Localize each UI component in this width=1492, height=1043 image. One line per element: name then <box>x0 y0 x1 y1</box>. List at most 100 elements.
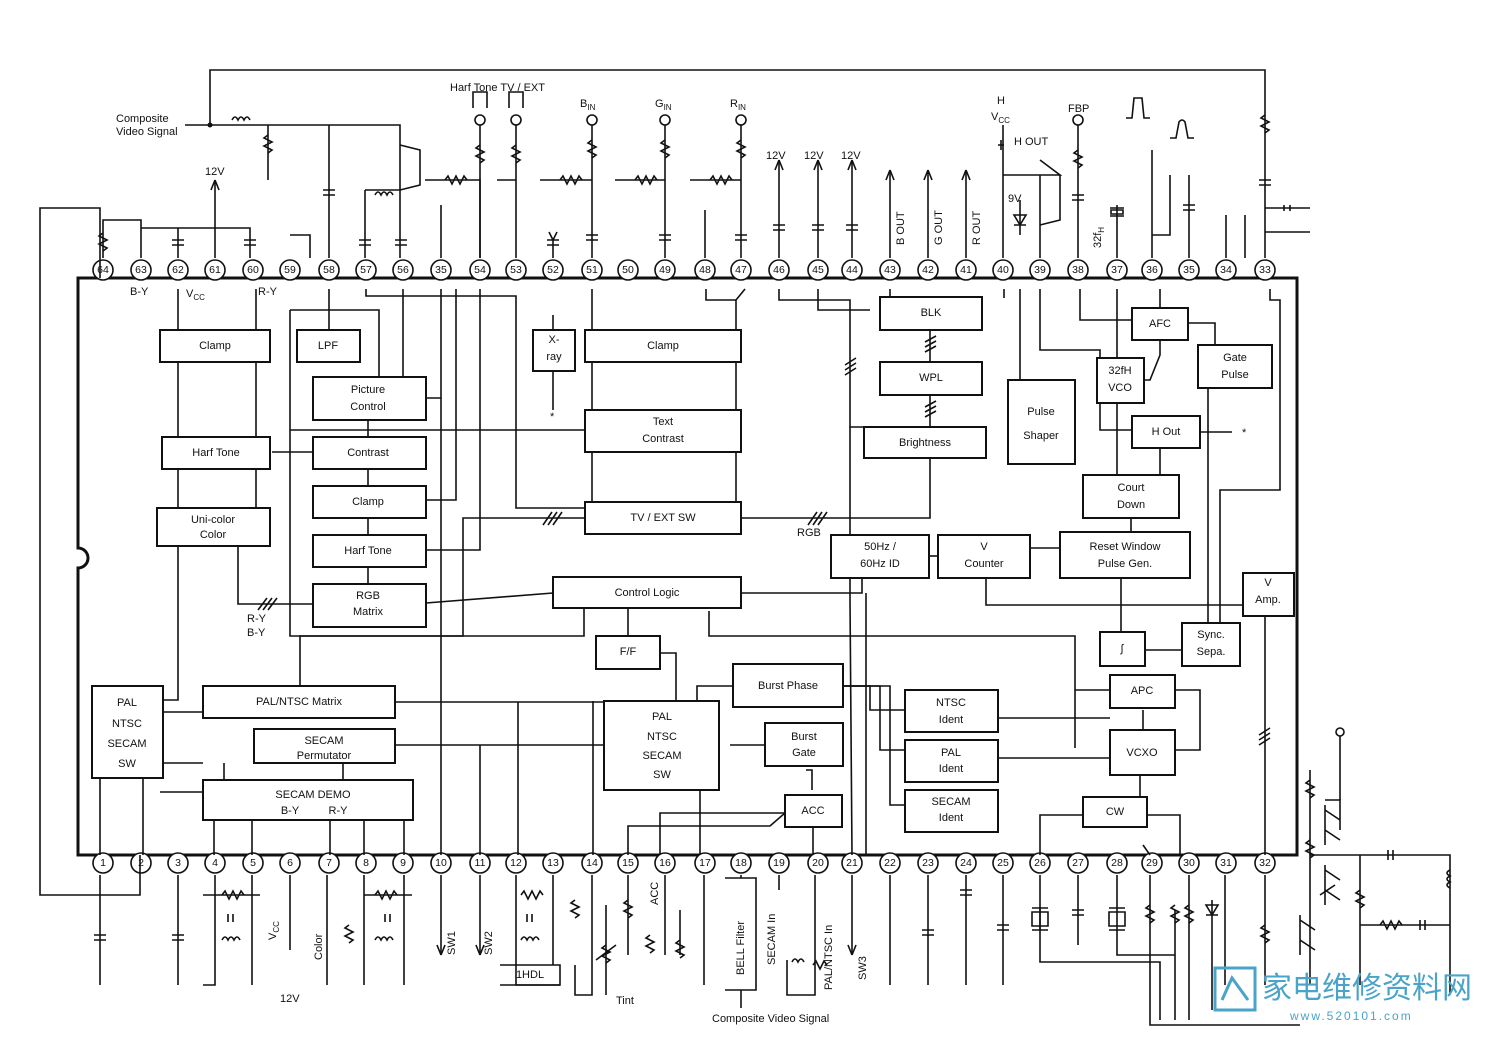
label-composite-video-top-2: Video Signal <box>116 126 178 138</box>
svg-text:Clamp: Clamp <box>199 340 231 352</box>
svg-text:Amp.: Amp. <box>1255 594 1281 606</box>
pin-bottom-number: 2 <box>138 857 144 869</box>
pin-top-number: 41 <box>960 264 972 276</box>
pin-bottom-number: 3 <box>175 857 181 869</box>
pin-top-circle <box>505 259 527 281</box>
pin-top-circle <box>917 259 939 281</box>
block-integrator: ∫ <box>1099 631 1146 667</box>
pin-bottom-number: 28 <box>1111 857 1123 869</box>
svg-text:∫: ∫ <box>1119 643 1124 655</box>
pin-bottom-circle <box>992 852 1014 874</box>
svg-text:Gate: Gate <box>792 747 816 759</box>
label-h-vcc: VCC <box>991 111 1010 125</box>
pin-top-circle <box>92 259 114 281</box>
pin-bottom-number: 29 <box>1146 857 1158 869</box>
svg-text:F/F: F/F <box>620 646 637 658</box>
label-g-out: G OUT <box>933 210 945 245</box>
pin-bottom-number: 25 <box>997 857 1009 869</box>
label-sw3: SW3 <box>857 956 869 980</box>
svg-text:Pulse: Pulse <box>1221 369 1249 381</box>
svg-text:Control Logic: Control Logic <box>615 587 680 599</box>
pin-top-circle <box>617 259 639 281</box>
svg-text:VCO: VCO <box>1108 382 1132 394</box>
block-cw: CW <box>1082 796 1148 828</box>
svg-text:PAL: PAL <box>941 747 961 759</box>
label-b-in: BIN <box>580 98 596 112</box>
pin-bottom-number: 14 <box>586 857 598 869</box>
block-1hdl: 1HDL <box>516 969 544 981</box>
label-12v-bottom: 12V <box>280 993 300 1005</box>
block-blk: BLK <box>879 296 983 331</box>
svg-text:SW: SW <box>118 758 136 770</box>
block-afc: AFC <box>1131 307 1189 341</box>
pin-top-circle <box>542 259 564 281</box>
label-acc-pin16: ACC <box>649 882 661 905</box>
pin-bottom-number: 30 <box>1183 857 1195 869</box>
block-clamp-left: Clamp <box>159 329 271 363</box>
svg-text:Reset Window: Reset Window <box>1090 541 1161 553</box>
pin-bottom-circle <box>204 852 226 874</box>
svg-text:Clamp: Clamp <box>352 496 384 508</box>
svg-text:Matrix: Matrix <box>353 606 383 618</box>
pin-top-circle <box>841 259 863 281</box>
pin-top-number: 47 <box>735 264 747 276</box>
svg-text:Pulse: Pulse <box>1027 406 1055 418</box>
pin-bottom-circle <box>542 852 564 874</box>
svg-text:60Hz ID: 60Hz ID <box>860 558 900 570</box>
block-xray: X-ray <box>532 329 576 372</box>
svg-text:Text: Text <box>653 416 673 428</box>
pin-top-number: 62 <box>172 264 184 276</box>
svg-text:Burst Phase: Burst Phase <box>758 680 818 692</box>
svg-text:V: V <box>980 541 988 553</box>
block-h-out: H Out <box>1131 415 1201 449</box>
pin-bottom-circle <box>1106 852 1128 874</box>
pin-bottom-circle <box>654 852 676 874</box>
pin-bottom-number: 31 <box>1220 857 1232 869</box>
svg-text:WPL: WPL <box>919 372 943 384</box>
pin-top-number: 59 <box>284 264 296 276</box>
svg-text:SECAM: SECAM <box>107 738 146 750</box>
pin-top-circle <box>879 259 901 281</box>
external-circuitry-bottom <box>99 735 1451 1026</box>
pin-top-circle <box>581 259 603 281</box>
pin-bottom-circle <box>917 852 939 874</box>
pin-bottom-number: 24 <box>960 857 972 869</box>
block-harf-tone-left: Harf Tone <box>161 436 271 470</box>
pin-top-number: 52 <box>547 264 559 276</box>
pin-top-number: 50 <box>622 264 634 276</box>
pin-bottom-circle <box>807 852 829 874</box>
label-vcc-top: VCC <box>186 288 205 302</box>
svg-text:Sepa.: Sepa. <box>1197 646 1226 658</box>
label-tint: Tint <box>616 995 634 1007</box>
pin-top-number: 53 <box>510 264 522 276</box>
svg-text:AFC: AFC <box>1149 318 1171 330</box>
pin-bottom-number: 22 <box>884 857 896 869</box>
block-pal-ntsc-matrix: PAL/NTSC Matrix <box>202 685 396 719</box>
label-composite-video-bottom: Composite Video Signal <box>712 1013 829 1025</box>
pin-bottom-number: 17 <box>699 857 711 869</box>
label-r-y-mid: R-Y <box>247 613 267 625</box>
pin-top-number: 61 <box>209 264 221 276</box>
svg-text:Gate: Gate <box>1223 352 1247 364</box>
pin-top-number: 56 <box>397 264 409 276</box>
svg-text:Court: Court <box>1118 482 1145 494</box>
label-hout-star: * <box>1242 427 1247 439</box>
svg-text:Sync.: Sync. <box>1197 629 1225 641</box>
block-harf-tone-middle: Harf Tone <box>312 534 427 568</box>
ic-body <box>76 276 1299 857</box>
pin-top-number: 63 <box>135 264 147 276</box>
pin-top-number: 54 <box>474 264 486 276</box>
pin-bottom-number: 20 <box>812 857 824 869</box>
pin-top-number: 35 <box>435 264 447 276</box>
pin-top-circle <box>167 259 189 281</box>
label-b-y-top: B-Y <box>130 286 149 298</box>
block-50-60hz-id: 50Hz /60Hz ID <box>830 534 930 579</box>
svg-text:LPF: LPF <box>318 340 338 352</box>
svg-text:Color: Color <box>200 529 227 541</box>
svg-text:ray: ray <box>546 351 562 363</box>
